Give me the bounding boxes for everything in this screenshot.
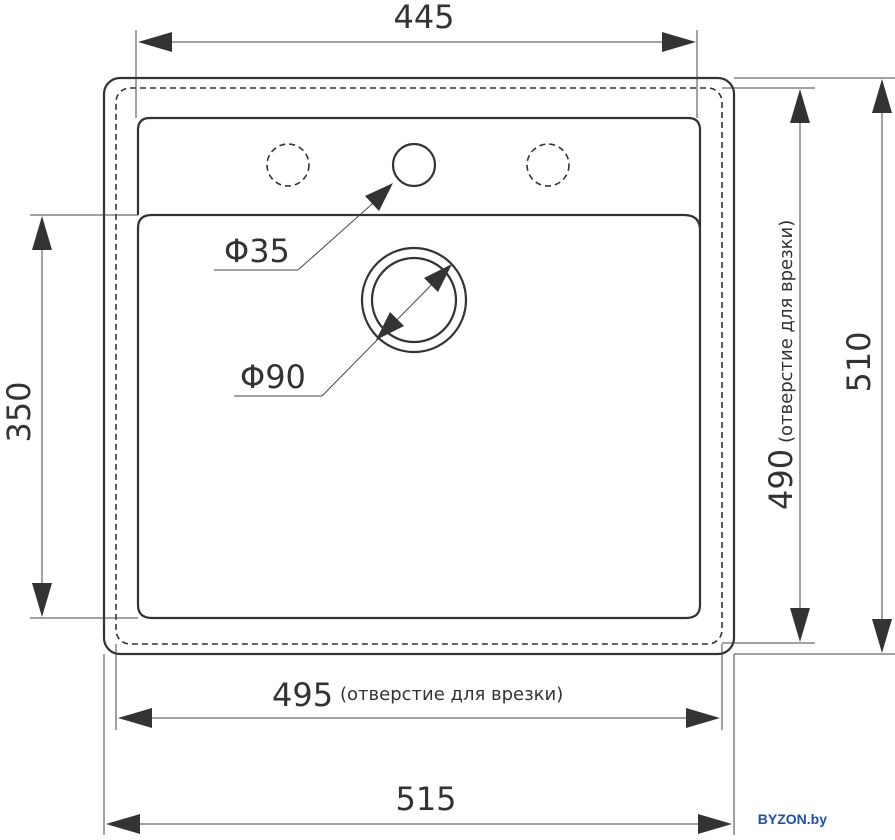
sink-bowl-outline — [136, 213, 702, 620]
dim-right-cutout-height-label: 490 — [762, 449, 800, 510]
sink-deck-outline — [136, 116, 702, 228]
callout-drain-hole-label: Φ90 — [240, 358, 306, 396]
callout-drain-arrow-upper — [424, 264, 452, 292]
dim-right-cutout-note: (отверстие для врезки) — [776, 220, 797, 443]
dim-bottom-outer-arrow-left — [106, 814, 140, 834]
drain-outer-ring — [360, 246, 468, 354]
dim-bottom-cutout-arrow-right — [686, 708, 720, 728]
dim-right-outer-arrow-bottom — [872, 619, 892, 653]
dim-right-inner-arrow-top — [790, 89, 810, 123]
tap-hole-optional-right — [526, 143, 570, 187]
sink-outer-outline — [102, 76, 736, 656]
dim-bottom-outer-arrow-right — [698, 814, 732, 834]
dim-right-inner-arrow-bottom — [790, 608, 810, 642]
dim-top-arrow-left — [138, 32, 172, 52]
dim-right-outer-arrow-top — [872, 79, 892, 113]
dim-left-height-label: 350 — [0, 381, 38, 442]
dim-top-width-label: 445 — [393, 0, 454, 36]
callout-tap-hole-label: Φ35 — [224, 232, 290, 270]
callout-tap-arrow — [365, 183, 393, 211]
tap-hole-main — [391, 142, 437, 188]
drain-inner-ring — [370, 256, 458, 344]
dim-left-arrow-top — [32, 216, 52, 250]
tap-hole-optional-left — [266, 143, 310, 187]
dim-right-outer-height-label: 510 — [840, 331, 878, 392]
dim-left-arrow-bottom — [32, 583, 52, 617]
dim-bottom-cutout-note: (отверстие для врезки) — [340, 684, 563, 705]
cutout-dashed-outline — [115, 87, 723, 645]
brand-watermark: BYZON.by — [758, 811, 827, 827]
dim-bottom-cutout-width-label: 495 — [272, 676, 333, 714]
dim-bottom-outer-width-label: 515 — [395, 780, 456, 818]
callout-drain-arrow-lower — [376, 312, 404, 340]
dim-bottom-cutout-arrow-left — [118, 708, 152, 728]
dim-top-arrow-right — [662, 32, 696, 52]
